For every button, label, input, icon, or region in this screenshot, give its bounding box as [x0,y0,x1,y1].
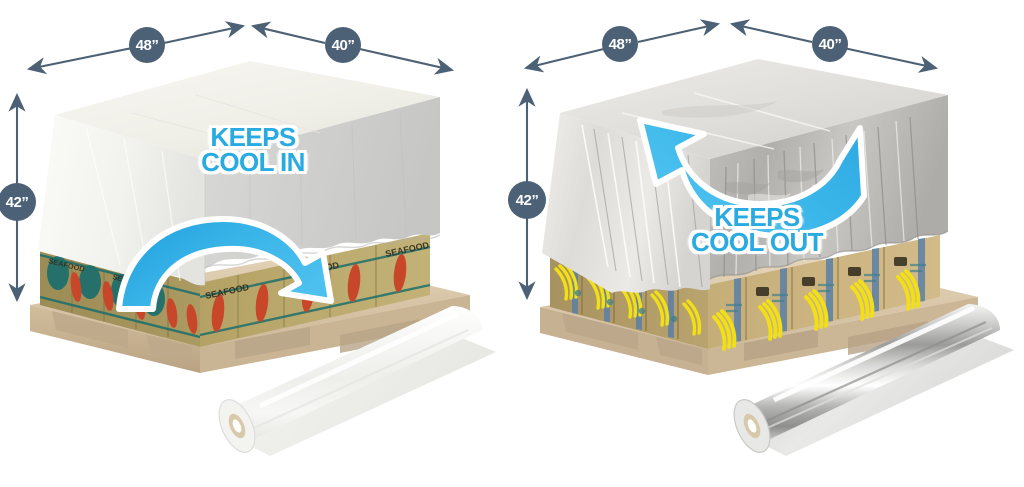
callout-keeps-cool-out: KEEPS COOL OUT [691,202,824,257]
white-cover-panel: 48” 40” 42” [0,21,496,456]
dim-line-48-inner [163,21,246,45]
silver-foil-roll [733,304,1014,456]
dim-line-40-inner [250,21,326,45]
dimension-badge-40-left: 40” [325,27,361,63]
dim-line-48-inner [637,19,721,44]
white-film-roll [218,306,496,456]
dim-line-40-inner [729,19,813,44]
dimension-badge-42-left: 42” [0,183,36,221]
dimension-badge-42-right: 42” [508,181,546,219]
silver-cover-panel: 48” 40” 42” [508,0,1024,487]
dimension-badge-48-left: 48” [129,27,165,63]
callout-keeps-cool-in: KEEPS COOL IN [201,122,305,177]
dimension-badge-40-right: 40” [812,26,848,62]
dimension-badge-48-right: 48” [602,26,638,62]
